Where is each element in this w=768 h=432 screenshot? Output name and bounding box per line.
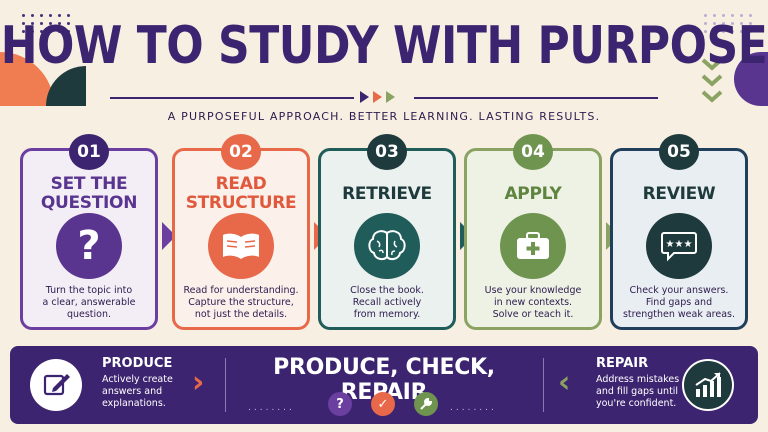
step-number-3: 03 (367, 134, 407, 170)
step-number-1: 01 (69, 134, 109, 170)
dotted-line-right: ........ (450, 403, 497, 413)
bottom-banner: PRODUCE Actively create answers and expl… (10, 346, 758, 424)
step-number-2: 02 (221, 134, 261, 170)
repair-title: REPAIR (596, 356, 649, 371)
growth-chart-icon (682, 359, 734, 411)
wrench-icon (414, 392, 438, 416)
title-rule-right (414, 97, 658, 99)
title-rule-left (110, 97, 354, 99)
step-card-3: 03 RETRIEVE Close the book.Recall active… (318, 134, 456, 330)
pencil-edit-icon (30, 359, 82, 411)
produce-title: PRODUCE (102, 356, 173, 371)
step-number-5: 05 (659, 134, 699, 170)
question-mark-icon: ? (56, 213, 122, 279)
divider-right (543, 358, 544, 412)
dotted-line-left: ........ (248, 403, 295, 413)
svg-text:★★★: ★★★ (666, 239, 693, 250)
step-desc-2: Read for understanding.Capture the struc… (183, 285, 299, 320)
checkmark-icon: ✓ (371, 392, 395, 416)
chevron-stack-decoration (701, 58, 723, 103)
chat-bubble-icon: ★★★ (646, 213, 712, 279)
page-subtitle: A PURPOSEFUL APPROACH. BETTER LEARNING. … (167, 110, 601, 123)
step-number-4: 04 (513, 134, 553, 170)
title-chevrons (360, 91, 395, 103)
chevron-left-icon: ‹ (558, 365, 571, 400)
dots-decoration-right (704, 14, 753, 33)
divider-left (225, 358, 226, 412)
step-title-5: REVIEW (642, 184, 716, 204)
brain-icon (354, 213, 420, 279)
step-title-4: APPLY (504, 184, 562, 204)
repair-desc: Address mistakes and fill gaps until you… (596, 374, 680, 409)
dots-decoration-left (22, 14, 71, 33)
chevron-right-icon: › (192, 365, 205, 400)
step-card-5: 05 REVIEW ★★★ Check your answers.Find ga… (610, 134, 748, 330)
produce-desc: Actively create answers and explanations… (102, 374, 173, 409)
open-book-icon (208, 213, 274, 279)
step-title-3: RETRIEVE (342, 184, 432, 204)
question-icon: ? (328, 392, 352, 416)
page-title: HOW TO STUDY WITH PURPOSE (0, 16, 768, 77)
first-aid-kit-icon (500, 213, 566, 279)
